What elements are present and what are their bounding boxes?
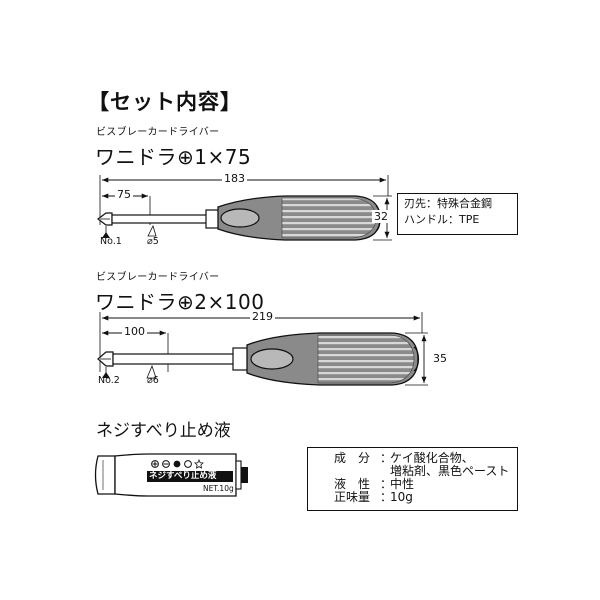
spec-key: 成 分 bbox=[334, 451, 371, 465]
spec-value: 中性 bbox=[390, 477, 415, 491]
screwdriver1-tip-size: No.1 bbox=[100, 236, 122, 247]
tube-net-weight: NET.10g bbox=[203, 484, 234, 493]
screwdriver2-tip-size: No.2 bbox=[98, 375, 120, 386]
spec-row: 増粘剤、黒色ペースト bbox=[334, 465, 517, 478]
screwdriver1-model: ワニドラ⊕1×75 bbox=[95, 145, 252, 169]
screwdriver1-shaft-length: 75 bbox=[115, 188, 133, 201]
liquid-tube-drawing bbox=[94, 453, 248, 497]
screwdriver2-overall-length: 219 bbox=[250, 310, 275, 323]
spec-value: 増粘剤、黒色ペースト bbox=[390, 464, 510, 478]
screwdriver1-handle-diameter: 32 bbox=[372, 210, 390, 223]
liquid-title: ネジすべり止め液 bbox=[96, 421, 231, 441]
screwdriver1-subtitle: ビスブレーカードライバー bbox=[96, 127, 220, 138]
materials-blade: 刃先：特殊合金鋼 bbox=[404, 197, 492, 210]
spec-row: 成 分： ケイ酸化合物、 bbox=[334, 451, 474, 465]
screwdriver1-drawing bbox=[97, 175, 392, 241]
screwdriver2-shaft-diameter: ⌀6 bbox=[147, 375, 159, 386]
spec-key: 正味量 bbox=[334, 490, 371, 504]
spec-row: 液 性： 中性 bbox=[334, 477, 415, 491]
screwdriver2-model: ワニドラ⊕2×100 bbox=[95, 290, 265, 314]
screwdriver2-subtitle: ビスブレーカードライバー bbox=[96, 272, 220, 283]
spec-value: 10g bbox=[390, 490, 413, 504]
materials-handle: ハンドル：TPE bbox=[404, 213, 480, 226]
spec-row: 正味量： 10g bbox=[334, 490, 413, 504]
tube-label: ネジすべり止め液 bbox=[149, 471, 217, 481]
materials-box: 刃先：特殊合金鋼 ハンドル：TPE bbox=[397, 193, 518, 235]
screwdriver2-shaft-length: 100 bbox=[122, 325, 147, 338]
screwdriver1-shaft-diameter: ⌀5 bbox=[147, 236, 159, 247]
screwdriver1-overall-length: 183 bbox=[222, 172, 247, 185]
spec-key: 液 性 bbox=[334, 477, 371, 491]
spec-value: ケイ酸化合物、 bbox=[390, 451, 474, 465]
screwdriver2-handle-diameter: 35 bbox=[431, 352, 449, 365]
section-heading: 【セット内容】 bbox=[88, 90, 242, 114]
liquid-spec-box: 成 分： ケイ酸化合物、 増粘剤、黒色ペースト 液 性： 中性 正味量： 10g bbox=[307, 447, 518, 511]
